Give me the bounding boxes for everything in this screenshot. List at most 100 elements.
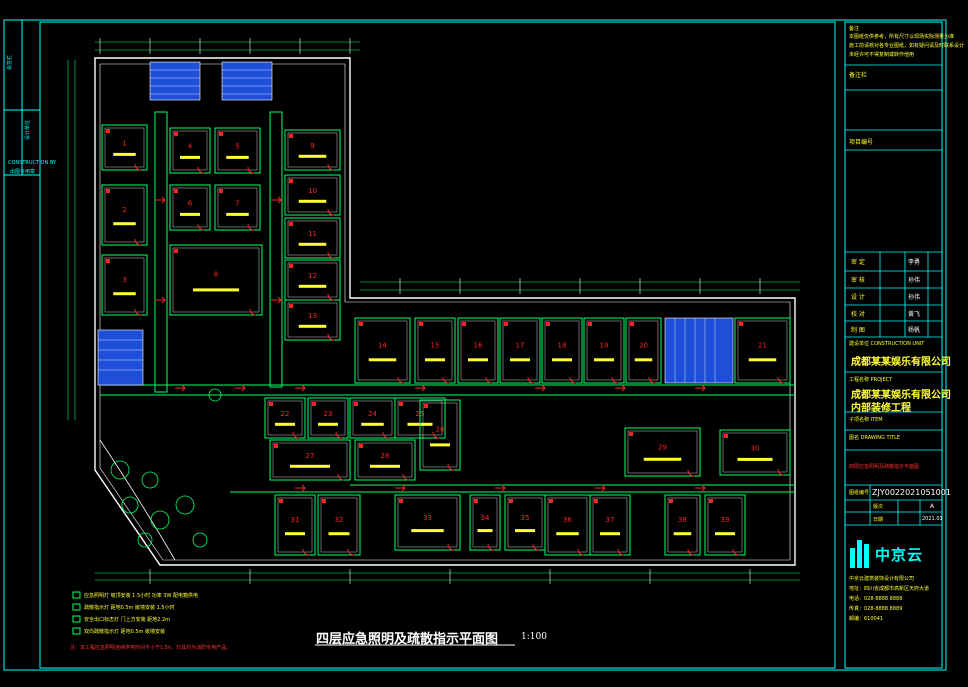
sofa-mark (318, 422, 338, 426)
note-line-2: 施工前请核对各专业图纸，如有疑问请及时联系设计 (849, 43, 965, 49)
room-number-label: 34 (481, 514, 490, 522)
room-number-label: 4 (188, 142, 193, 150)
room-20 (625, 317, 662, 384)
emergency-light (106, 129, 110, 133)
room-inner-wall (104, 187, 145, 243)
door-swing (569, 376, 577, 384)
door-swing (134, 238, 142, 246)
door-swing (732, 548, 740, 556)
room-number-label: 18 (558, 341, 567, 349)
room-inner-wall (217, 130, 258, 171)
room-inner-wall (277, 497, 313, 553)
room-number-label: 36 (563, 516, 572, 524)
room-inner-wall (502, 320, 538, 381)
sofa-mark (298, 154, 327, 158)
door-swing (335, 431, 343, 439)
room-10 (284, 174, 341, 216)
version: A (930, 503, 935, 510)
room-number-label: 8 (214, 271, 218, 279)
sofa-mark (113, 152, 136, 156)
door-swing (197, 166, 205, 174)
sofa-mark (298, 242, 327, 246)
emergency-lighting-layer (106, 129, 785, 556)
emergency-light (630, 322, 634, 326)
legend-text-4: 双向疏散指示灯 距地0.5m 嵌墙安装 (84, 629, 166, 635)
sofa-mark (515, 529, 535, 533)
note-line-1: 本图纸仅供参考，所有尺寸以现场实际测量为准 (849, 34, 955, 40)
sign-label-1: 审 定 (851, 259, 865, 266)
room-13 (284, 299, 341, 341)
door-swing (442, 376, 450, 384)
emergency-light (629, 432, 633, 436)
left-strip-label-3: CONSTRUCTION BY (8, 160, 57, 166)
legend-note: 注：本工程应急照明连续供电时间不小于1.5h，灯具均为消防专用产品。 (70, 645, 232, 651)
evacuation-arrow (695, 384, 706, 392)
room-21 (734, 317, 791, 384)
sofa-mark (113, 292, 136, 296)
room-inner-wall (310, 400, 346, 436)
emergency-light (739, 322, 743, 326)
sofa-mark (634, 358, 653, 362)
sign-name-2: 孙伟 (908, 277, 921, 284)
door-swing (577, 548, 585, 556)
sofa-mark (556, 532, 579, 536)
door-swing (382, 431, 390, 439)
project-no-label: 项目编号 (849, 139, 874, 146)
project-label: 工程名称 PROJECT (849, 377, 893, 383)
room-inner-wall (104, 257, 145, 313)
evacuation-arrow (295, 384, 306, 392)
room-23 (307, 397, 349, 439)
drawing-scale: 1:100 (521, 632, 547, 642)
construction-unit-label: 建设单位 CONSTRUCTION UNIT (849, 341, 925, 347)
door-swing (777, 468, 785, 476)
room-14 (354, 317, 411, 384)
room-number-label: 6 (188, 199, 193, 207)
room-inner-wall (287, 132, 338, 168)
stairs (97, 61, 734, 386)
evacuation-arrow (155, 296, 166, 304)
drawing-title: 四层应急照明及疏散指示平面图 (316, 632, 499, 647)
room-number-label: 1 (122, 139, 126, 147)
sofa-mark (298, 284, 327, 288)
room-number-label: 24 (368, 410, 377, 418)
sofa-mark (643, 457, 682, 461)
emergency-light (504, 322, 508, 326)
dimension-lines (67, 38, 800, 584)
room-inner-wall (397, 497, 458, 548)
company-line-1: 中京云建筑装饰设计有限公司 (849, 576, 915, 582)
room-inner-wall (357, 320, 408, 381)
project-name-2: 内部装修工程 (851, 403, 911, 414)
room-inner-wall (357, 442, 413, 478)
subitem-label: 子项名称 ITEM (849, 417, 883, 423)
room-16 (457, 317, 499, 384)
emergency-light (424, 404, 428, 408)
room-26 (419, 399, 461, 471)
sofa-mark (411, 529, 444, 533)
emergency-light (359, 444, 363, 448)
dim-ticks (99, 38, 761, 584)
sofa-mark (298, 199, 327, 203)
emergency-light (549, 499, 553, 503)
company-line-3: 电话：028-8888 8888 (849, 596, 903, 602)
room-29 (624, 427, 701, 477)
door-swing (247, 223, 255, 231)
corridors (100, 111, 795, 493)
room-9 (284, 129, 341, 171)
room-15 (414, 317, 456, 384)
room-number-label: 3 (122, 276, 126, 284)
room-5 (214, 127, 261, 174)
sofa-mark (552, 358, 572, 362)
room-number-label: 27 (306, 452, 315, 460)
stair-treads (98, 69, 716, 383)
emergency-light (399, 402, 403, 406)
evacuation-arrow (615, 384, 626, 392)
evacuation-arrow (271, 296, 282, 304)
drawing-title-label: 图名 DRAWING TITLE (849, 435, 901, 441)
door-swing (134, 308, 142, 316)
room-number-label: 37 (606, 516, 615, 524)
sofa-mark (180, 212, 200, 216)
legend-text-3: 安全出口标志灯 门上方安装 距地2.2m (84, 617, 171, 623)
room-number-label: 29 (658, 444, 667, 452)
title-block-lines (845, 64, 942, 526)
sign-name-3: 孙伟 (908, 294, 921, 301)
